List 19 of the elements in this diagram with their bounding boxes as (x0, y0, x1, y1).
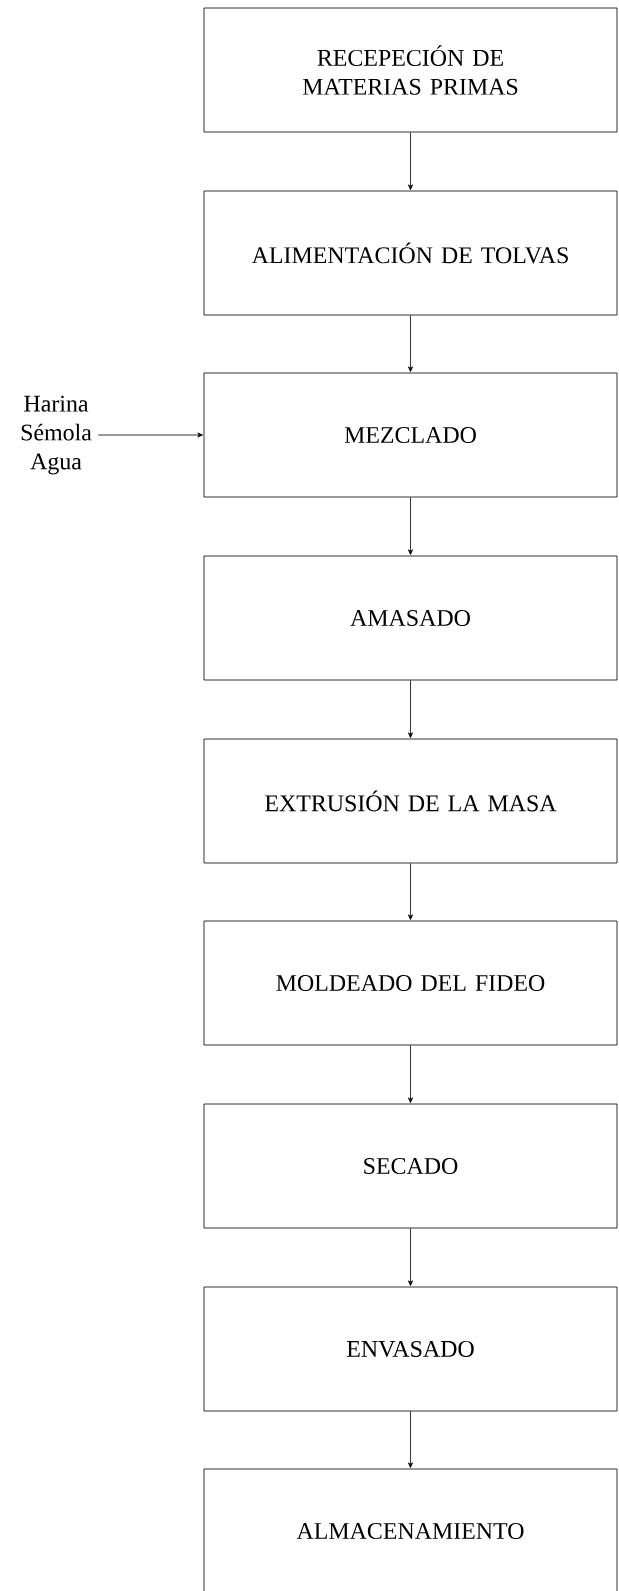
process-box: RECEPECIÓN DE MATERIAS PRIMAS (203, 7, 618, 133)
arrow (408, 497, 413, 555)
process-box: SECADO (203, 1103, 618, 1229)
process-box: ALMACENAMIENTO (203, 1468, 618, 1591)
arrow (408, 680, 413, 738)
process-box: ALIMENTACIÓN DE TOLVAS (203, 190, 618, 316)
arrow (408, 1411, 413, 1468)
process-box: MOLDEADO DEL FIDEO (203, 920, 618, 1046)
process-box: EXTRUSIÓN DE LA MASA (203, 738, 618, 864)
arrow (408, 863, 413, 920)
arrow (97, 432, 203, 438)
arrow (408, 1045, 413, 1103)
input-label: Harina Sémola Agua (21, 395, 92, 475)
arrow (408, 315, 413, 372)
process-box: ENVASADO (203, 1286, 618, 1412)
process-box: MEZCLADO (203, 372, 618, 498)
arrow (408, 1228, 413, 1286)
arrow (408, 132, 413, 190)
process-box: AMASADO (203, 555, 618, 681)
